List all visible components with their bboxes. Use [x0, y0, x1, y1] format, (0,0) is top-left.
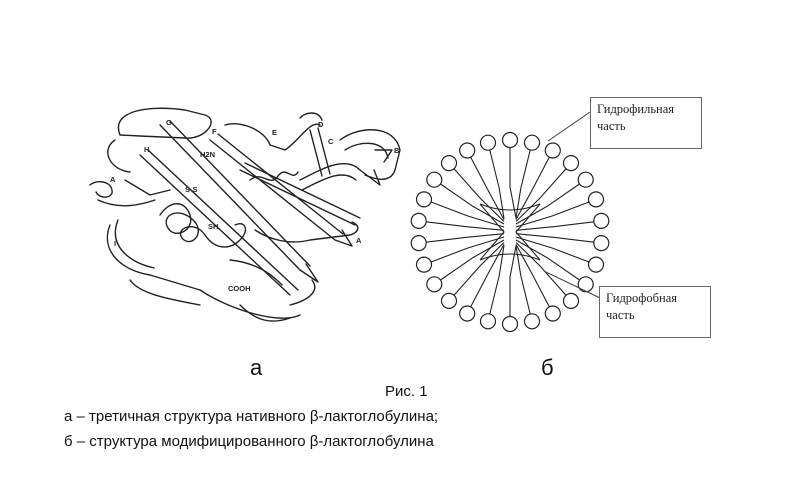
ribbon-label-H: H [144, 145, 150, 154]
hydrophobic-tail [515, 201, 590, 228]
hydrophobic-tail [515, 239, 580, 281]
hydrophilic-head [593, 212, 610, 229]
hydrophobic-tail [440, 183, 505, 225]
hydrophilic-head [577, 171, 594, 188]
panel-letter-a: а [250, 355, 263, 380]
hydrophilic-head [479, 134, 497, 151]
hydrophilic-head [544, 142, 561, 159]
hydrophobic-tail [515, 156, 550, 220]
hydrophilic-head [426, 276, 443, 293]
panel-letter-b: б [541, 355, 554, 380]
hydrophobic-tail [509, 245, 517, 317]
hydrophilic-head [562, 155, 580, 172]
hydrophobic-tail [515, 221, 594, 231]
hydrophilic-head [459, 305, 476, 322]
hydrophilic-head [415, 256, 433, 273]
ribbon-label-C: C [328, 137, 334, 146]
ribbon-label-F: F [212, 127, 217, 136]
hydrophobic-tail [426, 233, 505, 243]
hydrophilic-head [523, 313, 541, 330]
hydrophilic-leader-line [547, 111, 591, 142]
hydrophilic-head [479, 313, 497, 330]
hydrophilic-callout: Гидрофильная часть [590, 97, 702, 149]
ribbon-label-A-right: A [356, 236, 362, 245]
hydrophobic-core [479, 203, 541, 261]
ribbon-label-D: D [318, 120, 324, 129]
ribbon-label-E: E [272, 128, 278, 137]
hydrophobic-callout: Гидрофобная часть [599, 286, 711, 338]
hydrophilic-head [410, 212, 427, 229]
modified-protein-micelle [410, 131, 610, 333]
hydrophilic-head [587, 256, 605, 273]
hydrophobic-tail [515, 242, 567, 296]
hydrophilic-head [440, 155, 458, 172]
hydrophobic-tail [430, 201, 505, 228]
caption-line-b: б – структура модифицированного β-лактог… [64, 433, 434, 450]
ribbon-label-COOH: COOH [228, 284, 251, 293]
hydrophilic-head [501, 131, 519, 149]
figure-title: Рис. 1 [385, 383, 428, 400]
caption-line-a: а – третичная структура нативного β-лакт… [64, 408, 439, 425]
hydrophilic-head [544, 305, 561, 322]
hydrophilic-head [593, 235, 610, 252]
hydrophobic-tail [489, 245, 505, 315]
hydrophobic-tail [515, 168, 567, 222]
hydrophobic-tail [426, 221, 505, 231]
ribbon-label-SH: SH [208, 222, 219, 231]
hydrophobic-tail [453, 168, 505, 222]
hydrophobic-tail [489, 149, 505, 219]
ribbon-label-G: G [166, 118, 172, 127]
hydrophilic-head [587, 191, 605, 208]
hydrophobic-leader-line [545, 271, 601, 299]
hydrophilic-head [577, 276, 594, 293]
hydrophilic-head [415, 191, 433, 208]
hydrophobic-tail [515, 233, 594, 243]
hydrophilic-head [440, 292, 458, 309]
hydrophobic-tail [440, 239, 505, 281]
hydrophilic-head [523, 134, 541, 151]
hydrophilic-head [459, 142, 476, 159]
hydrophobic-tail [430, 236, 505, 263]
hydrophilic-head [426, 171, 443, 188]
hydrophilic-head [562, 292, 580, 309]
hydrophobic-tail [515, 245, 531, 315]
ribbon-label-I: I [114, 239, 117, 248]
ribbon-label-B: B [394, 146, 400, 155]
hydrophobic-tail [515, 149, 531, 219]
ribbon-label-H2N: H2N [200, 150, 216, 159]
hydrophobic-tail [453, 242, 505, 296]
hydrophobic-tail [470, 156, 505, 220]
ribbon-label-disulfide: S-S [185, 185, 198, 194]
hydrophobic-tail [470, 244, 505, 308]
hydrophobic-tail [515, 244, 550, 308]
ribbon-label-A-top: A [110, 175, 116, 184]
hydrophilic-head [501, 315, 519, 333]
protein-ribbon-structure [89, 107, 401, 322]
hydrophobic-tail [509, 147, 517, 219]
hydrophilic-head [410, 235, 427, 252]
hydrophobic-tail [515, 236, 590, 263]
hydrophobic-tail [515, 183, 580, 225]
